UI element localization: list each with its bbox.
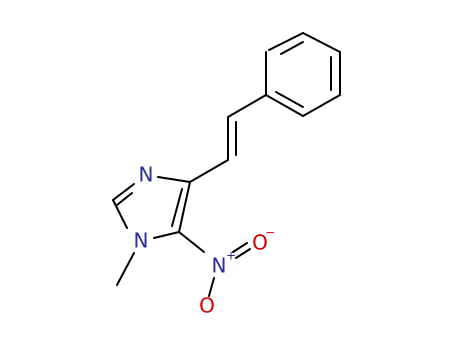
nitro-double-bond [232, 242, 248, 253]
positive-charge-label: + [226, 249, 236, 263]
atom-n3-label: N [139, 163, 154, 187]
atom-oxygen-label: O [252, 231, 268, 255]
imidazole-bond [112, 199, 128, 229]
benzene-bond [268, 32, 304, 51]
nitro-bond [178, 231, 205, 253]
imidazole-bond [153, 231, 180, 239]
negative-charge-label: − [265, 226, 275, 240]
nitro-double-bond [235, 248, 251, 259]
benzene-bond [302, 32, 341, 53]
atom-n1-label: N [134, 229, 149, 253]
imidazole-double-bond [171, 188, 183, 227]
atom-oxygen-label: O [199, 294, 215, 318]
benzene-double-bond [280, 41, 304, 55]
methyl-bond [116, 252, 135, 286]
vinyl-bond [227, 94, 267, 118]
bonds [112, 32, 341, 297]
benzene-bond [265, 94, 304, 117]
vinyl-bond [189, 159, 229, 183]
benzene-double-bond [275, 91, 304, 108]
imidazole-bond [178, 181, 191, 233]
benzene-bond [302, 94, 341, 117]
nitro-bond [208, 277, 215, 297]
atom-nitro-n-label: N [212, 254, 227, 278]
imidazole-bond [157, 176, 191, 183]
imidazole-double-bond [116, 192, 133, 206]
atom-labels: N N N O O + − [134, 163, 276, 318]
imidazole-bond [112, 183, 135, 201]
